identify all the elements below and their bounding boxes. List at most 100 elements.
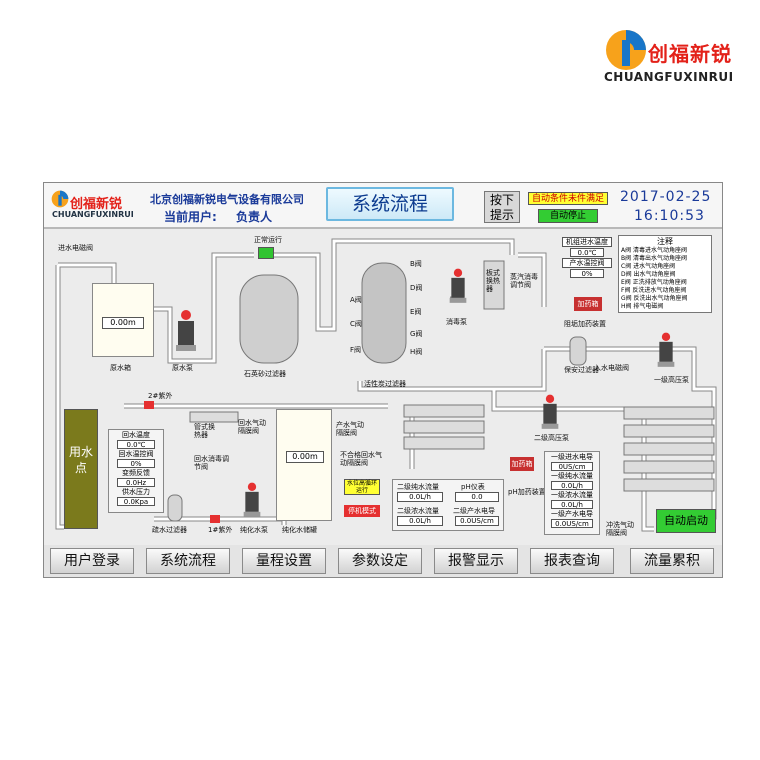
- ro-membranes-stage2: [403, 404, 485, 450]
- return-temp-value: 0.0℃: [117, 440, 155, 449]
- s2-conc-flow-value: 0.0L/h: [397, 516, 443, 526]
- press-prompt-line1: 按下: [489, 193, 514, 207]
- use-point: 用水点: [64, 409, 98, 529]
- return-valve-title: 回水温控阀: [118, 450, 154, 458]
- raw-tank-level: 0.00m: [102, 317, 144, 329]
- inlet-valve-label: 进水电磁阀: [58, 244, 93, 252]
- s2-pure-flow-title: 二级纯水流量: [397, 483, 439, 491]
- scale-inhibitor-label: 阻垢加药装置: [564, 320, 606, 328]
- press-prompt-button[interactable]: 按下 提示: [484, 191, 520, 223]
- disinfect-pump-icon[interactable]: [448, 267, 468, 307]
- security-filter-label: 保安过滤器: [564, 366, 599, 374]
- s1-conc-flow-title: 一级浓水流量: [551, 491, 593, 499]
- valve-h-label: H阀: [410, 348, 423, 356]
- header-logo-en: CHUANGFUXINRUI: [52, 210, 134, 219]
- uv1-indicator: [210, 515, 220, 523]
- legend-item: B阀 清毒出水气动角座阀: [621, 255, 688, 262]
- return-stats-panel: 回水温度 0.0℃ 回水温控阀 0% 变频反馈 0.0Hz 供水压力 0.0Kp…: [108, 429, 164, 513]
- high-level-indicator: 水位高循环运行: [344, 479, 380, 495]
- press-prompt-line2: 提示: [489, 208, 514, 222]
- heat-exchanger-label: 管式换热器: [194, 423, 215, 439]
- brand-name-cn: 创福新锐: [648, 42, 732, 66]
- stage1-pump-label: 一级高压泵: [654, 376, 689, 384]
- fail-return-label: 不合格回水气动隔膜阀: [340, 451, 382, 467]
- date-display: 2017-02-25: [620, 189, 712, 205]
- valve-c-label: C阀: [350, 320, 362, 328]
- ro-membranes-stage1: [623, 406, 715, 492]
- header-logo-cn: 创福新锐: [70, 197, 123, 212]
- legend-item: G阀 反洗出水气动角座阀: [621, 295, 688, 302]
- legend-item: D阀 出水气动角座阀: [621, 271, 676, 278]
- prod-temp-value: 0%: [570, 269, 604, 278]
- stage2-stats-panel: 二级纯水流量 0.0L/h pH仪表 0.0 二级浓水流量 0.0L/h 二级产…: [392, 479, 504, 531]
- stage2-pump-icon[interactable]: [540, 393, 560, 433]
- freq-value: 0.0Hz: [117, 478, 155, 487]
- naoh-box: 加药箱: [510, 457, 534, 471]
- s1-in-cond-title: 一级进水电导: [551, 453, 593, 461]
- legend-box: 注释 A阀 清毒进水气动角座阀 B阀 清毒出水气动角座阀 C阀 进水气动角座阀 …: [618, 235, 712, 313]
- return-valve-value: 0%: [117, 459, 155, 468]
- header-bar: 创福新锐 CHUANGFUXINRUI 北京创福新锐电气设备有限公司 当前用户:…: [44, 183, 722, 229]
- sparse-filter-label: 疏水过滤器: [152, 526, 187, 534]
- valve-e-label: E阀: [410, 308, 422, 316]
- ph-value: 0.0: [455, 492, 499, 502]
- disinfect-pump-label: 消毒泵: [446, 318, 467, 326]
- unit-temp-title: 机组进水温度: [562, 237, 612, 247]
- nav-parameter-settings[interactable]: 参数设定: [338, 548, 422, 574]
- hmi-screen: 创福新锐 CHUANGFUXINRUI 北京创福新锐电气设备有限公司 当前用户:…: [43, 182, 723, 578]
- steam-valve-label: 蒸汽消毒调节阀: [510, 273, 538, 289]
- legend-item: F阀 反洗进水气动角座阀: [621, 287, 687, 294]
- page-title: 系统流程: [326, 187, 454, 221]
- return-temp-title: 回水温度: [122, 431, 150, 439]
- supply-pressure-title: 供水压力: [122, 488, 150, 496]
- nav-system-flow[interactable]: 系统流程: [146, 548, 230, 574]
- nav-alarm-display[interactable]: 报警显示: [434, 548, 518, 574]
- brand-logo: [602, 22, 752, 92]
- return-disinfect-label: 回水消毒调节阀: [194, 455, 229, 471]
- nav-bar: 用户登录 系统流程 量程设置 参数设定 报警显示 报表查询 流量累积: [44, 545, 722, 577]
- s2-pure-flow-value: 0.0L/h: [397, 492, 443, 502]
- return-pneumatic-label: 回水气动隔膜阀: [238, 419, 266, 435]
- unit-temp-value: 0.0℃: [570, 248, 604, 257]
- naoh-device-label: pH加药装置: [508, 488, 546, 496]
- normal-run-indicator: [258, 247, 274, 259]
- plate-exchanger-label: 板式换热器: [486, 269, 500, 293]
- company-name: 北京创福新锐电气设备有限公司: [150, 193, 304, 206]
- company-logo-icon: [51, 190, 69, 208]
- pure-pump-label: 纯化水泵: [240, 526, 268, 534]
- pipe-network: [55, 238, 717, 532]
- legend-item: A阀 清毒进水气动角座阀: [621, 247, 688, 254]
- uv1-label: 1#紫外: [208, 526, 233, 534]
- s1-in-cond-value: 0US/cm: [551, 462, 593, 471]
- flush-valve-label: 冲洗气动隔膜阀: [606, 521, 634, 537]
- pure-water-pump-icon[interactable]: [242, 481, 262, 521]
- shutdown-mode-indicator: 停机模式: [344, 505, 380, 517]
- nav-user-login[interactable]: 用户登录: [50, 548, 134, 574]
- pure-tank-level: 0.00m: [286, 451, 324, 463]
- ph-title: pH仪表: [461, 483, 485, 491]
- s1-pure-flow-value: 0.0L/h: [551, 481, 593, 490]
- raw-water-pump-icon[interactable]: [174, 309, 198, 355]
- nav-flow-total[interactable]: 流量累积: [630, 548, 714, 574]
- nav-report-query[interactable]: 报表查询: [530, 548, 614, 574]
- legend-item: C阀 进水气动角座阀: [621, 263, 676, 270]
- raw-pump-label: 原水泵: [172, 364, 193, 372]
- time-display: 16:10:53: [634, 208, 705, 224]
- stage1-pump-icon[interactable]: [656, 331, 676, 371]
- auto-start-button[interactable]: 自动启动: [656, 509, 716, 533]
- quartz-filter-label: 石英砂过滤器: [244, 370, 286, 378]
- freq-title: 变频反馈: [122, 469, 150, 477]
- s1-pure-flow-title: 一级纯水流量: [551, 472, 593, 480]
- valve-b-label: B阀: [410, 260, 422, 268]
- prod-temp-title: 产水温控阀: [562, 258, 612, 268]
- valve-g-label: G阀: [410, 330, 423, 338]
- pure-tank-label: 纯化水储罐: [282, 526, 317, 534]
- inlet-magnet-valve-label: 入水电磁阀: [594, 364, 629, 372]
- s2-cond-value: 0.0US/cm: [455, 516, 499, 526]
- dosing-box: 加药箱: [574, 297, 602, 311]
- normal-running-label: 正常运行: [254, 236, 282, 244]
- brand-name-en: CHUANGFUXINRUI: [604, 70, 734, 84]
- uv2-label: 2#紫外: [148, 392, 173, 400]
- valve-d-label: D阀: [410, 284, 423, 292]
- nav-range-settings[interactable]: 量程设置: [242, 548, 326, 574]
